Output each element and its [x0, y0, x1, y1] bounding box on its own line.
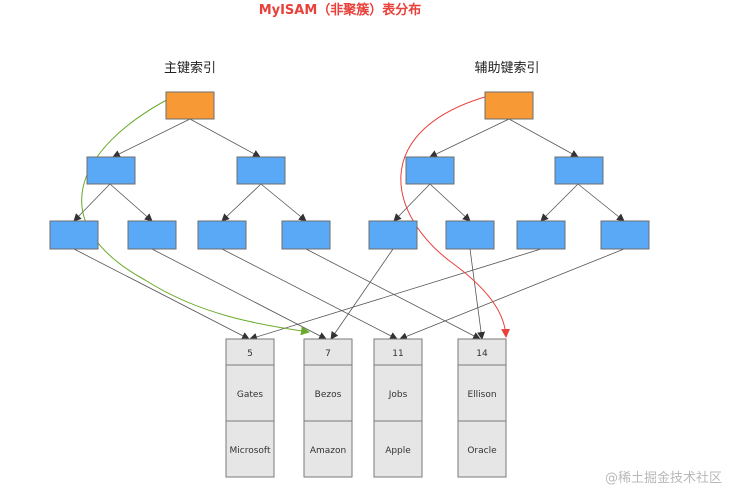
- record-company: Microsoft: [230, 446, 271, 456]
- primary-leaf-node: [49, 220, 99, 250]
- primary-tree-edges: [73, 118, 307, 222]
- record-name: Jobs: [388, 390, 408, 400]
- record-company: Amazon: [310, 446, 346, 456]
- primary-index-tree: [49, 91, 331, 250]
- record-company: Oracle: [467, 446, 497, 456]
- record-name: Gates: [237, 390, 264, 400]
- primary-lookup-path: [81, 95, 310, 336]
- secondary-leaf-node: [445, 220, 495, 250]
- secondary-tree-edges: [393, 118, 625, 222]
- secondary-inner-node: [405, 156, 455, 185]
- primary-root-node: [165, 91, 215, 120]
- primary-leaf-node: [281, 220, 331, 250]
- record-column: 11 Jobs Apple: [373, 338, 423, 478]
- primary-leaf-node: [197, 220, 247, 250]
- secondary-leaf-node: [368, 220, 418, 250]
- primary-leaf-node: [127, 220, 177, 250]
- secondary-index-tree: [368, 91, 650, 250]
- secondary-inner-node: [554, 156, 604, 185]
- secondary-index-label: 辅助键索引: [474, 61, 539, 76]
- record-id: 14: [476, 349, 488, 359]
- primary-inner-node: [86, 156, 136, 185]
- primary-index-label: 主键索引: [164, 61, 216, 76]
- leaf-pointers: [73, 248, 625, 341]
- secondary-leaf-node: [516, 220, 566, 250]
- watermark: @稀土掘金技术社区: [605, 470, 722, 486]
- record-company: Apple: [385, 446, 411, 456]
- record-name: Ellison: [467, 390, 496, 400]
- record-column: 5 Gates Microsoft: [225, 338, 275, 478]
- primary-inner-node: [236, 156, 286, 185]
- secondary-lookup-path: [400, 95, 511, 338]
- secondary-root-node: [484, 91, 534, 120]
- record-name: Bezos: [315, 390, 342, 400]
- data-records: 5 Gates Microsoft 7 Bezos Amazon 11 Jobs…: [225, 338, 507, 478]
- record-column: 7 Bezos Amazon: [303, 338, 353, 478]
- secondary-leaf-node: [600, 220, 650, 250]
- record-id: 7: [325, 349, 331, 359]
- record-column: 14 Ellison Oracle: [457, 338, 507, 478]
- record-id: 11: [392, 349, 403, 359]
- diagram-title: MyISAM（非聚簇）表分布: [259, 2, 422, 18]
- record-id: 5: [247, 349, 253, 359]
